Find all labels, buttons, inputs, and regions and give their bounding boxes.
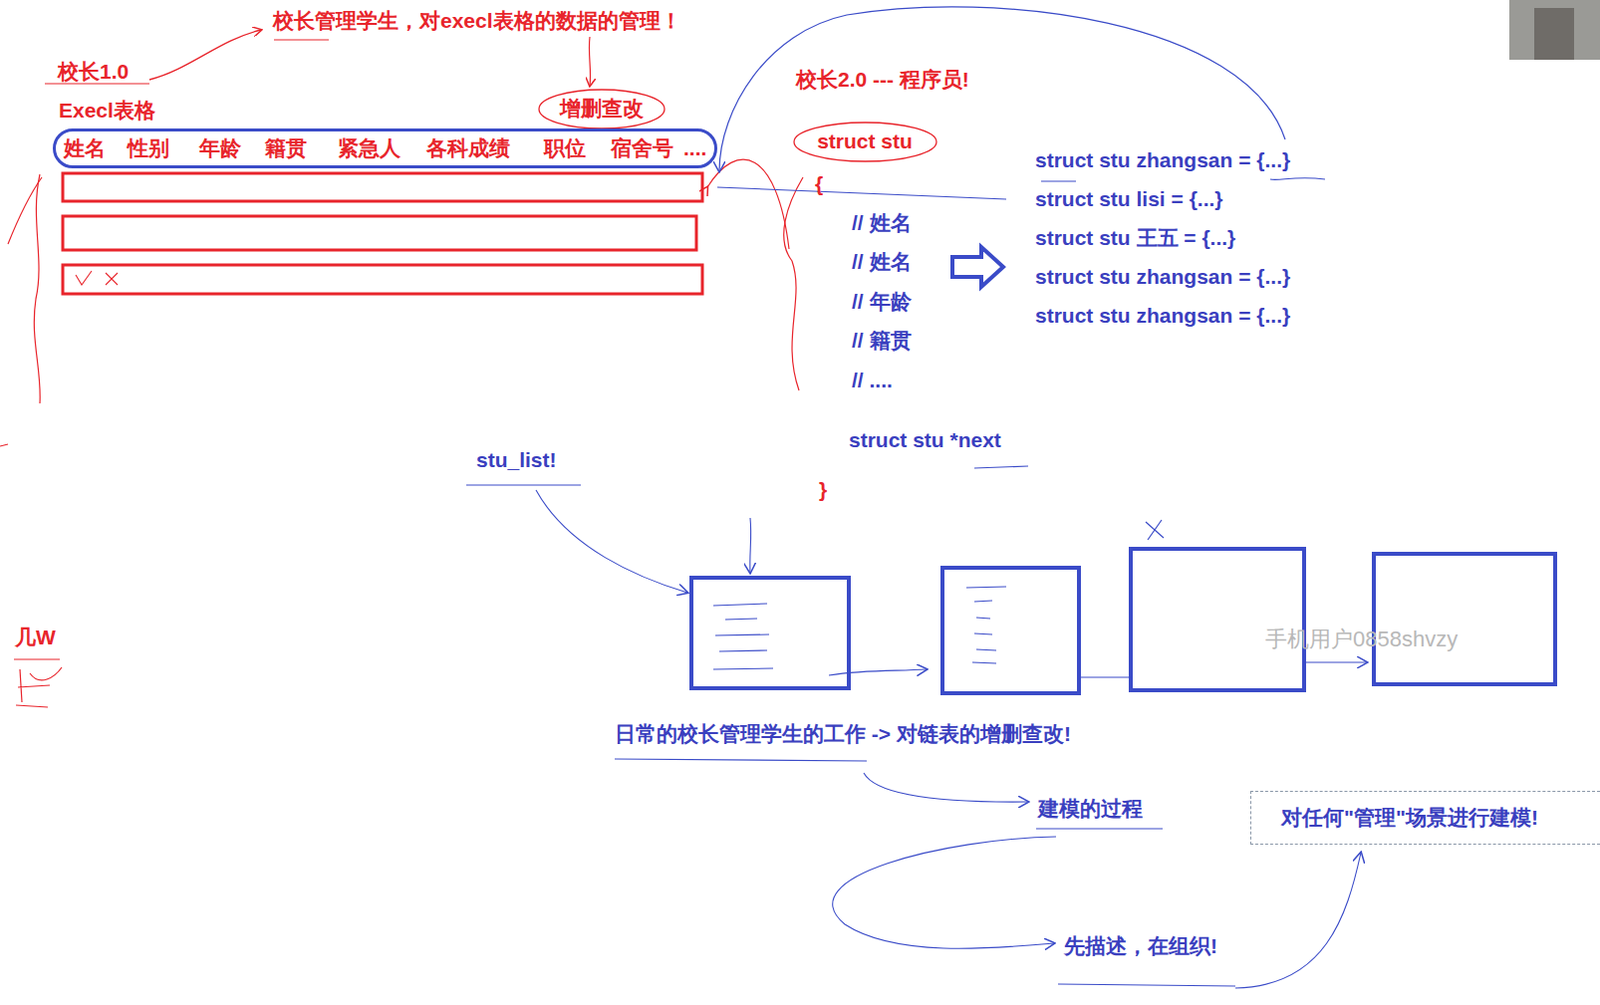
list-node bbox=[942, 567, 1079, 694]
node-text: 姓名 bbox=[63, 135, 106, 162]
label-text: // .... bbox=[851, 367, 893, 394]
label-text: // 姓名 bbox=[851, 210, 912, 237]
label-text: { bbox=[814, 171, 823, 198]
label-text: // 姓名 bbox=[851, 249, 912, 275]
label-text: 建模的过程 bbox=[1038, 796, 1143, 822]
label-text: 校长2.0 --- 程序员! bbox=[796, 66, 970, 93]
node-text: 紧急人 bbox=[337, 135, 401, 162]
header-band: 姓名性别 年龄籍贯 紧急人各科成绩 职位宿舍号.... bbox=[52, 128, 718, 169]
list-node bbox=[1373, 553, 1556, 685]
label-text: struct stu zhangsan = {...} bbox=[1035, 302, 1291, 329]
node-text: 职位 bbox=[543, 135, 586, 162]
node-text: 对任何"管理"场景进行建模! bbox=[1281, 804, 1539, 831]
circled-struct: struct stu bbox=[792, 120, 939, 164]
label-text: 几W bbox=[14, 624, 56, 651]
list-node bbox=[1130, 548, 1305, 691]
table-row bbox=[62, 216, 697, 251]
label-text: struct stu zhangsan = {...} bbox=[1035, 264, 1291, 290]
label-text: stu_list! bbox=[476, 447, 557, 474]
label-text: 手机用户0858shvzy bbox=[1265, 626, 1458, 653]
list-node bbox=[691, 577, 849, 689]
label-text: struct stu 王五 = {...} bbox=[1035, 225, 1236, 252]
node-text: 性别 bbox=[127, 135, 170, 162]
node-text: 籍贯 bbox=[265, 135, 307, 162]
photo-thumb bbox=[1509, 0, 1600, 60]
label-text: struct stu *next bbox=[848, 427, 1002, 454]
label-text: Execl表格 bbox=[58, 97, 156, 124]
node-text: 各科成绩 bbox=[426, 135, 511, 162]
label-text: // 籍贯 bbox=[851, 327, 912, 354]
label-text: 校长管理学生，对execl表格的数据的管理！ bbox=[272, 7, 682, 34]
selection-box: 对任何"管理"场景进行建模! bbox=[1250, 791, 1600, 845]
label-text: } bbox=[818, 477, 827, 504]
label-text: 先描述，在组织! bbox=[1064, 933, 1218, 960]
node-text: .... bbox=[683, 135, 707, 162]
label-text: struct stu lisi = {...} bbox=[1035, 186, 1223, 213]
label-text: struct stu zhangsan = {...} bbox=[1035, 147, 1291, 174]
node-text: 年龄 bbox=[199, 135, 242, 162]
circled-note: 增删查改 bbox=[536, 87, 667, 131]
label-text: 校长1.0 bbox=[57, 58, 129, 85]
node-text: struct stu bbox=[816, 128, 913, 155]
table-row bbox=[62, 173, 703, 202]
table-row bbox=[62, 265, 703, 294]
node-text: 宿舍号 bbox=[610, 135, 674, 162]
double-arrow bbox=[952, 247, 1004, 287]
label-text: // 年龄 bbox=[851, 288, 912, 315]
label-text: 日常的校长管理学生的工作 -> 对链表的增删查改! bbox=[614, 721, 1071, 748]
node-text: 增删查改 bbox=[559, 95, 644, 122]
